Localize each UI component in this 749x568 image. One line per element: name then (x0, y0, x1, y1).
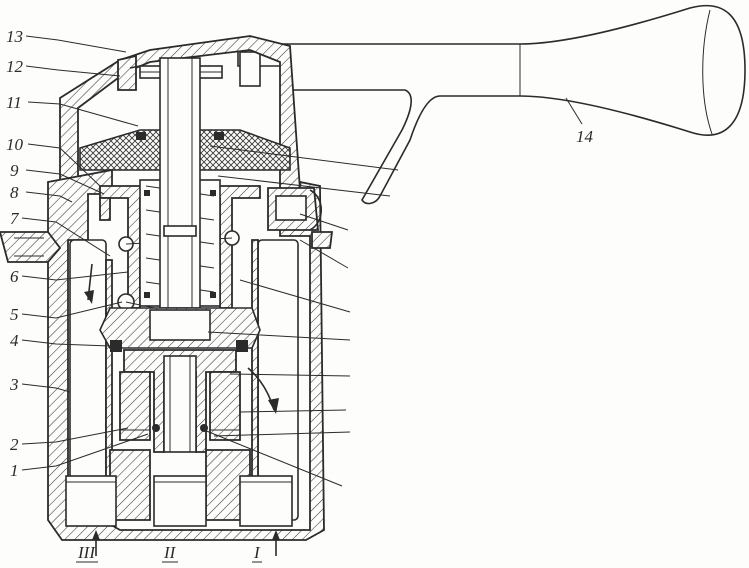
callout-8: 8 (10, 183, 19, 202)
callout-4: 4 (10, 331, 19, 350)
callout-3: 3 (9, 375, 19, 394)
callout-2: 2 (10, 435, 19, 454)
port-III: III (76, 543, 98, 563)
central-stem (159, 57, 201, 309)
callout-10: 10 (6, 135, 24, 154)
callout-12: 12 (6, 57, 24, 76)
callout-14: 14 (576, 127, 594, 146)
callout-1: 1 (10, 461, 19, 480)
port-label-II: II (163, 543, 177, 562)
callout-9: 9 (10, 161, 19, 180)
flow-arrow-feedback (247, 367, 279, 414)
callout-13: 13 (6, 27, 23, 46)
callout-6: 6 (10, 267, 19, 286)
port-arrow-in (272, 530, 280, 556)
port-II: II (162, 543, 178, 563)
port-arrow-out (92, 530, 100, 556)
leader-lines (21, 35, 583, 487)
port-label-I: I (253, 543, 261, 562)
handle-lever (237, 4, 746, 205)
lower-valve (119, 349, 241, 453)
callout-7: 7 (10, 209, 20, 228)
port-label-III: III (77, 543, 96, 562)
right-fitting (267, 187, 334, 249)
port-I: I (252, 543, 262, 563)
callout-11: 11 (6, 93, 22, 112)
piston-seat (99, 307, 261, 352)
flow-arrow-inlet (84, 263, 94, 304)
callout-5: 5 (10, 305, 19, 324)
